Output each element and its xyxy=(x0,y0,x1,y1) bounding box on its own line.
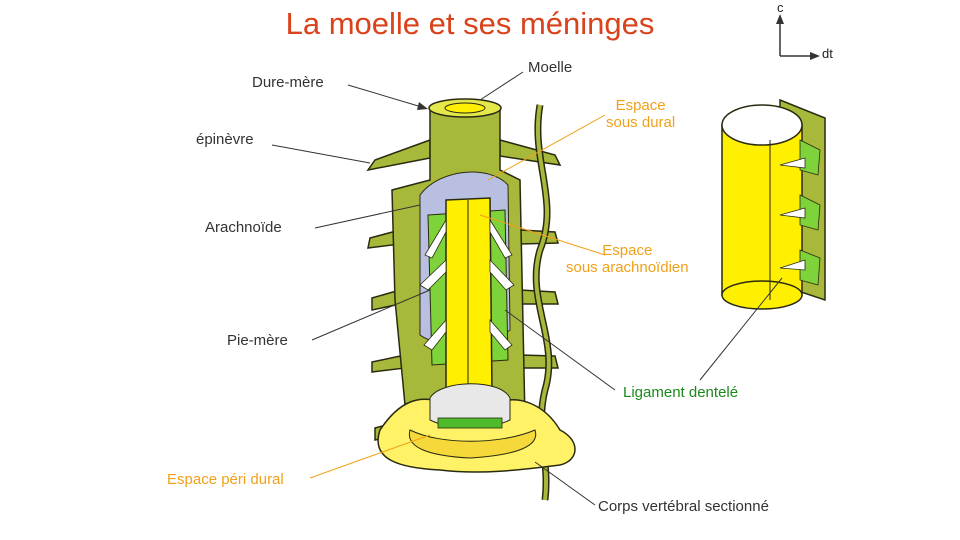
page-title: La moelle et ses méninges xyxy=(285,6,655,41)
label-espace-sous-dural-line2: sous dural xyxy=(606,114,676,131)
label-espace-sous-dural-line1: Espace xyxy=(615,97,666,114)
axis-dt-label: dt xyxy=(822,46,833,61)
dentate-ligament-detail xyxy=(721,98,826,310)
label-arachnoide: Arachnoïde xyxy=(205,219,282,236)
label-espace-sous-arachnoidien-line1: Espace xyxy=(602,242,653,259)
axis-indicator xyxy=(776,14,820,60)
label-corps-vertebral: Corps vertébral sectionné xyxy=(598,498,769,515)
label-moelle: Moelle xyxy=(528,59,573,76)
label-pie-mere: Pie-mère xyxy=(227,332,288,349)
label-espace-sous-dural: Espace sous dural xyxy=(606,97,675,131)
label-epinevre: épinèvre xyxy=(196,131,254,148)
spinal-cord-illustration xyxy=(366,98,576,501)
label-espace-sous-arachnoidien: Espace sous arachnoïdien xyxy=(566,242,689,276)
label-ligament-dentele: Ligament dentelé xyxy=(623,384,739,401)
label-dure-mere: Dure-mère xyxy=(252,74,324,91)
label-espace-sous-arachnoidien-line2: sous arachnoïdien xyxy=(566,259,689,276)
axis-c-label: c xyxy=(777,0,784,15)
label-espace-peri-dural: Espace péri dural xyxy=(167,471,284,488)
